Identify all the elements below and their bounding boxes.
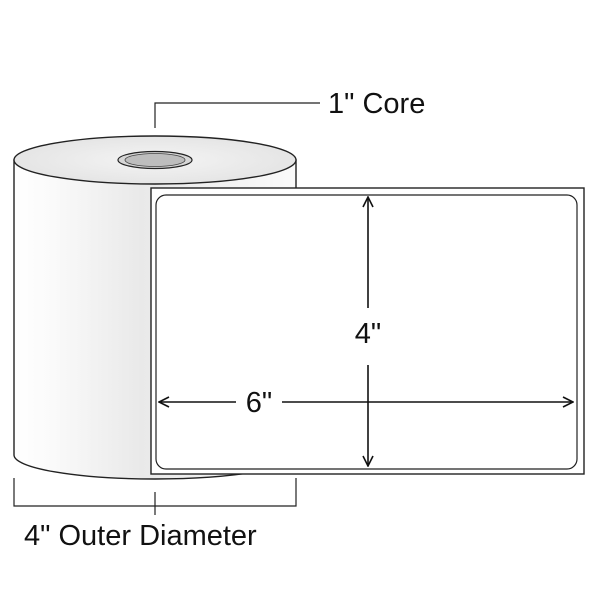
core-hole [124,153,186,167]
outer-diameter-label: 4" Outer Diameter [24,520,257,552]
core-callout-line [154,102,320,128]
width-label: 6" [246,387,272,419]
core-label: 1" Core [328,88,425,120]
label-face [155,194,578,470]
height-label: 4" [355,318,381,350]
